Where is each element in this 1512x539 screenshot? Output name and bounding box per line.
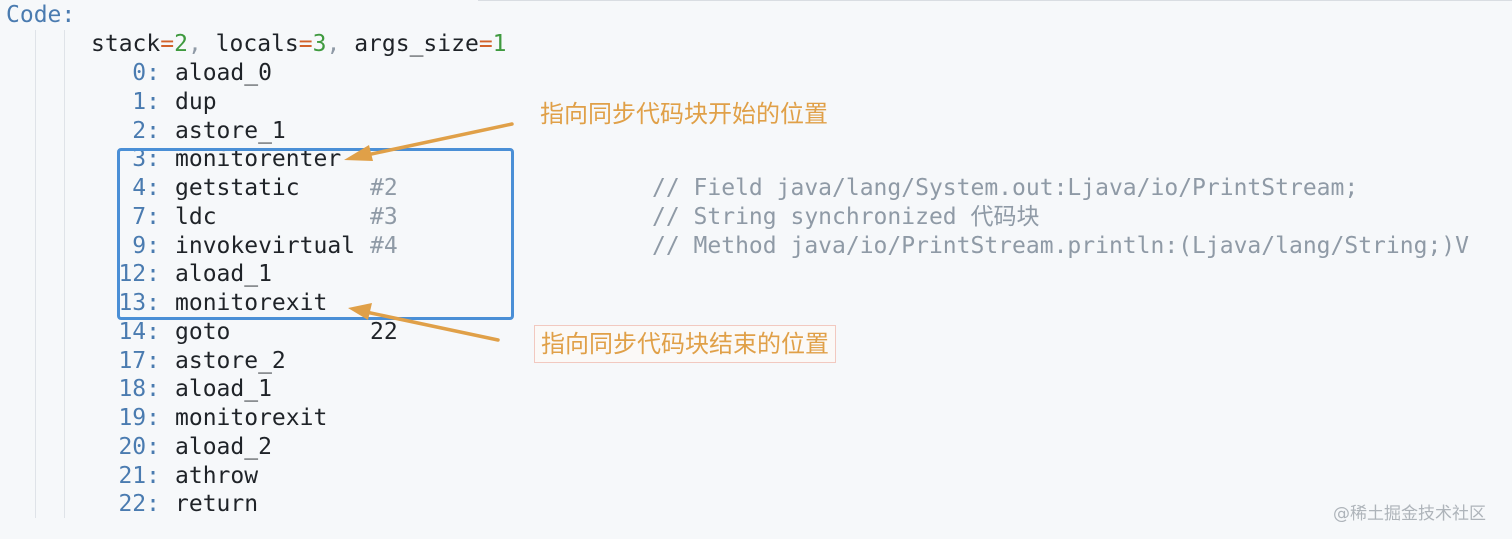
instruction-row: 7: ldc #3 // String synchronized 代码块 xyxy=(0,203,1512,232)
instruction-row: 0: aload_0 xyxy=(0,59,1512,88)
instruction-row: 12: aload_1 xyxy=(0,260,1512,289)
instruction-opcode: return xyxy=(175,491,259,518)
instruction-offset: 2: xyxy=(132,117,160,144)
instruction-row: 19: monitorexit xyxy=(0,404,1512,433)
instruction-opcode: goto xyxy=(175,318,231,345)
arrow-end-line xyxy=(364,310,500,342)
instruction-offset: 17: xyxy=(118,347,160,374)
code-label: Code: xyxy=(6,2,76,28)
instruction-row: 4: getstatic #2 // Field java/lang/System.o… xyxy=(0,174,1512,203)
instruction-row: 13: monitorexit xyxy=(0,289,1512,318)
instruction-offset: 7: xyxy=(132,203,160,230)
instruction-opcode: dup xyxy=(175,88,217,115)
instruction-row: 21: athrow xyxy=(0,462,1512,491)
arrow-start-head xyxy=(344,145,373,161)
instruction-comment: // Field java/lang/System.out:Ljava/io/P… xyxy=(652,175,1359,201)
annotation-start: 指向同步代码块开始的位置 xyxy=(540,100,828,128)
stack-key: stack xyxy=(91,31,161,57)
annotation-end: 指向同步代码块结束的位置 xyxy=(534,325,836,363)
instruction-offset: 1: xyxy=(132,88,160,115)
instruction-opcode: astore_2 xyxy=(175,347,286,374)
instruction-opcode: monitorexit xyxy=(175,290,328,316)
instruction-opcode: aload_1 xyxy=(175,261,272,288)
instruction-operand: #3 xyxy=(370,203,398,230)
instruction-opcode: aload_2 xyxy=(175,433,272,460)
instruction-row: 1: dup xyxy=(0,88,1512,117)
instruction-opcode: aload_0 xyxy=(175,60,272,86)
instruction-opcode: monitorexit xyxy=(175,405,328,431)
instruction-operand: 22 xyxy=(370,318,398,345)
instruction-offset: 13: xyxy=(118,290,160,316)
top-divider xyxy=(478,0,1512,1)
locals-value: 3 xyxy=(312,31,327,57)
instruction-opcode: astore_1 xyxy=(175,117,286,144)
instruction-row: 2: astore_1 xyxy=(0,117,1512,146)
instruction-row: 14: goto 22 xyxy=(0,318,1512,347)
instruction-opcode: ldc xyxy=(175,203,217,230)
instruction-offset: 19: xyxy=(118,405,160,431)
synchronized-block-highlight xyxy=(117,148,514,320)
instruction-row: 9: invokevirtual #4 // Method java/io/Print… xyxy=(0,232,1512,261)
args-value: 1 xyxy=(492,31,507,57)
instruction-offset: 9: xyxy=(132,232,160,259)
instruction-operand: #4 xyxy=(370,232,398,259)
instruction-opcode: aload_1 xyxy=(175,376,272,403)
instruction-comment: // String synchronized 代码块 xyxy=(652,203,1040,230)
stack-value: 2 xyxy=(174,31,188,57)
instruction-offset: 4: xyxy=(132,175,160,201)
instruction-offset: 18: xyxy=(118,376,160,403)
instruction-row: 17: astore_2 xyxy=(0,347,1512,376)
instruction-offset: 12: xyxy=(118,261,160,288)
instruction-row: 22: return xyxy=(0,490,1512,519)
arrow-end-head xyxy=(348,303,372,320)
instruction-offset: 20: xyxy=(118,433,160,460)
indent-guide xyxy=(35,30,36,518)
watermark: @稀土掘金技术社区 xyxy=(1333,504,1486,524)
instruction-row: 18: aload_1 xyxy=(0,375,1512,404)
args-key: args_size xyxy=(354,31,479,57)
instruction-offset: 21: xyxy=(118,462,160,489)
method-header: stack=2, locals=3, args_size=1 xyxy=(91,31,507,57)
arrow-start-line xyxy=(360,122,514,158)
instruction-offset: 22: xyxy=(118,491,160,518)
instruction-offset: 14: xyxy=(118,318,160,345)
instruction-opcode: getstatic xyxy=(175,175,300,201)
locals-key: locals xyxy=(215,31,299,57)
instruction-operand: #2 xyxy=(370,175,398,201)
instruction-comment: // Method java/io/PrintStream.println:(L… xyxy=(652,232,1469,259)
instruction-opcode: athrow xyxy=(175,462,259,489)
instruction-opcode: invokevirtual xyxy=(175,232,356,259)
indent-guide xyxy=(64,30,65,518)
instruction-row: 20: aload_2 xyxy=(0,433,1512,462)
instruction-offset: 0: xyxy=(132,60,160,86)
